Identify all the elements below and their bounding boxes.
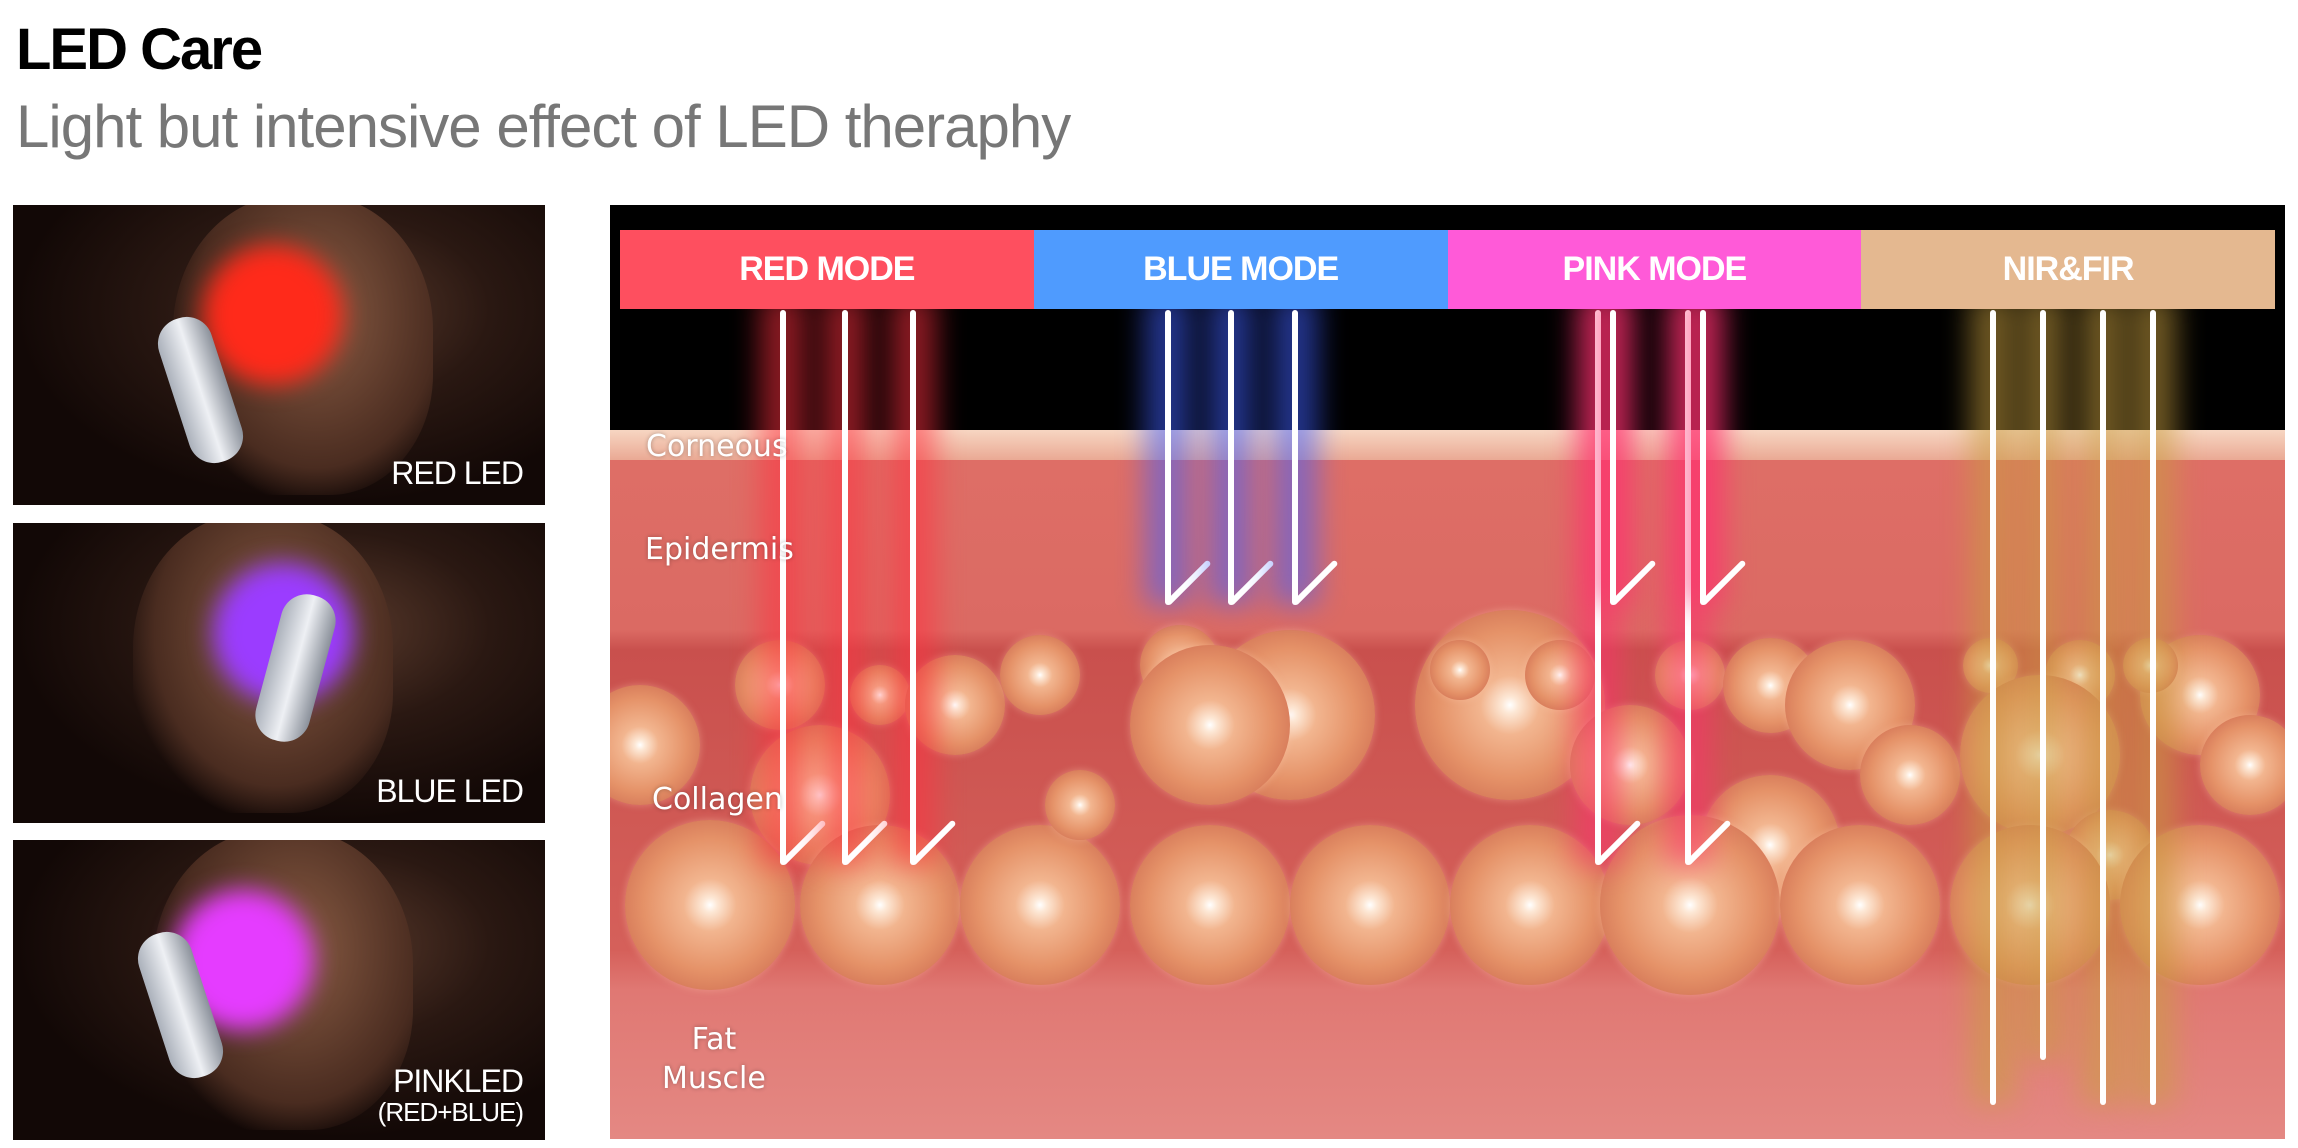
- skin-diagram: RED MODE BLUE MODE PINK MODE NIR&FIR Cor…: [610, 205, 2285, 1139]
- light-beam: [842, 310, 848, 865]
- light-beam: [1990, 310, 1996, 1105]
- light-beam: [1165, 310, 1171, 605]
- caption-main: PINKLED: [393, 1063, 524, 1100]
- collagen-cell: [1860, 725, 1960, 825]
- light-beam: [780, 310, 786, 865]
- light-beam: [910, 310, 916, 865]
- light-beam: [1292, 310, 1298, 605]
- collagen-cell: [1130, 825, 1290, 985]
- nir-fir-label: NIR&FIR: [1861, 230, 2275, 309]
- light-beam: [1700, 310, 1706, 605]
- light-beam: [1228, 310, 1234, 605]
- caption-sub: (RED+BLUE): [377, 1096, 524, 1127]
- collagen-cell: [2200, 715, 2285, 815]
- mode-bar: RED MODE BLUE MODE PINK MODE NIR&FIR: [620, 230, 2275, 309]
- collagen-label: Collagen: [652, 782, 783, 817]
- light-beam: [1610, 310, 1616, 605]
- page-title: LED Care: [16, 17, 263, 82]
- photo-caption: PINKLED(RED+BLUE): [377, 1063, 524, 1127]
- muscle-label: Muscle: [662, 1061, 766, 1096]
- collagen-cell: [1780, 825, 1940, 985]
- red-mode-label: RED MODE: [620, 230, 1034, 309]
- pink-led-photo: PINKLED(RED+BLUE): [13, 840, 545, 1140]
- epidermis-label: Epidermis: [645, 532, 794, 567]
- collagen-cell: [1045, 770, 1115, 840]
- collagen-cell: [1290, 825, 1450, 985]
- blue-led-photo: BLUE LED: [13, 523, 545, 823]
- collagen-cell: [1000, 635, 1080, 715]
- collagen-cell: [1130, 645, 1290, 805]
- red-led-photo: RED LED: [13, 205, 545, 505]
- pink-mode-label: PINK MODE: [1447, 230, 1862, 309]
- blue-mode-label: BLUE MODE: [1033, 230, 1448, 309]
- led-glow: [203, 245, 343, 385]
- page-subtitle: Light but intensive effect of LED therap…: [16, 93, 1071, 160]
- photo-caption: RED LED: [391, 455, 524, 492]
- light-beam: [2150, 310, 2156, 1105]
- photo-caption: BLUE LED: [376, 773, 524, 810]
- light-beam: [2100, 310, 2106, 1105]
- collagen-cell: [1430, 640, 1490, 700]
- light-beam: [2040, 310, 2046, 1060]
- collagen-cell: [960, 825, 1120, 985]
- fat-label: Fat: [691, 1022, 737, 1057]
- corneous-label: Corneous: [646, 429, 788, 464]
